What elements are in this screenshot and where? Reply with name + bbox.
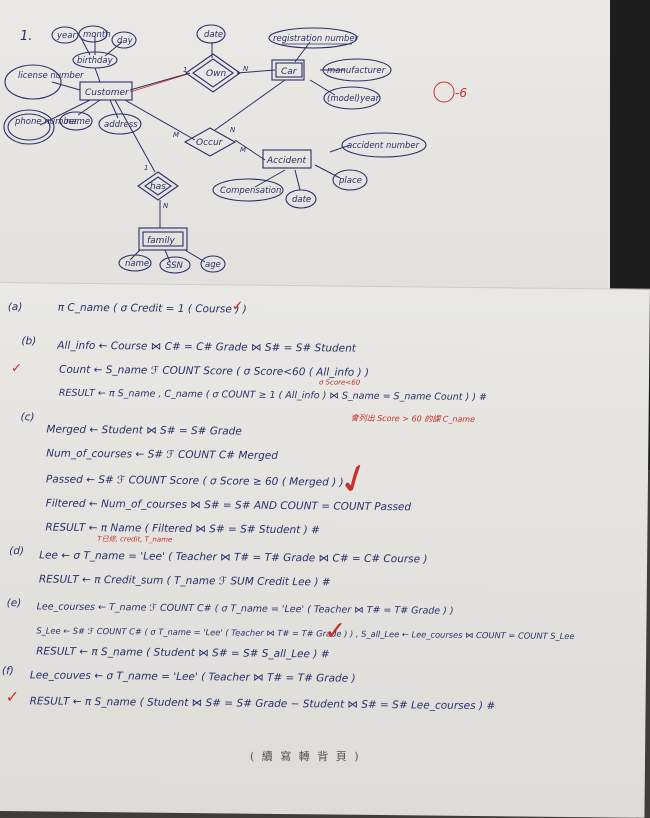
label-f: (f) bbox=[1, 665, 14, 678]
note-c: T已修, credit, T_name bbox=[97, 535, 173, 544]
svg-text:registration number: registration number bbox=[273, 34, 359, 44]
svg-text:N: N bbox=[243, 65, 249, 73]
svg-text:M: M bbox=[173, 131, 179, 139]
attr-family-name bbox=[118, 254, 152, 272]
check-mark-f: ✓ bbox=[5, 687, 20, 707]
attr-age bbox=[200, 255, 226, 273]
svg-text:1: 1 bbox=[183, 66, 187, 74]
attr-compensation bbox=[212, 178, 284, 202]
answer-c-5: RESULT ← π Name ( Filtered ⋈ S# = S# Stu… bbox=[45, 521, 320, 537]
answer-c-1: Merged ← Student ⋈ S# = S# Grade bbox=[46, 423, 242, 438]
label-c: (c) bbox=[20, 411, 35, 424]
exam-sheet-answers: (a) π C_name ( σ Credit = 1 ( Course ) )… bbox=[0, 282, 650, 818]
svg-text:Own: Own bbox=[206, 69, 226, 79]
svg-text:phone number: phone number bbox=[14, 117, 78, 127]
svg-text:name: name bbox=[66, 117, 90, 127]
svg-text:month: month bbox=[83, 30, 111, 40]
continue-on-back-note: ( 續 寫 轉 背 頁 ) bbox=[250, 750, 361, 763]
attr-address bbox=[98, 113, 142, 135]
attr-date-own bbox=[196, 24, 226, 44]
check-mark-c: ✓ bbox=[331, 452, 379, 507]
attr-manufacturer bbox=[322, 58, 392, 82]
svg-text:day: day bbox=[117, 36, 134, 46]
entity-customer bbox=[79, 81, 133, 101]
answer-b-3: RESULT ← π S_name , C_name ( σ COUNT ≥ 1… bbox=[58, 387, 488, 404]
svg-text:1: 1 bbox=[144, 164, 148, 172]
check-mark-b: ✓ bbox=[11, 361, 23, 377]
attr-accident-number bbox=[341, 132, 427, 158]
svg-text:date: date bbox=[204, 30, 223, 40]
svg-text:N: N bbox=[163, 202, 169, 210]
svg-text:Customer: Customer bbox=[85, 88, 130, 98]
svg-text:address: address bbox=[104, 120, 138, 130]
answer-d-2: RESULT ← π Credit_sum ( T_name ℱ SUM Cre… bbox=[38, 573, 331, 589]
answer-c-2: Num_of_courses ← S# ℱ COUNT C# Merged bbox=[46, 447, 279, 462]
attr-day bbox=[111, 31, 137, 49]
label-e: (e) bbox=[6, 597, 22, 610]
answer-b-1: All_info ← Course ⋈ C# = C# Grade ⋈ S# =… bbox=[57, 339, 356, 355]
note-b-2: 會列出 Score > 60 的課 C_name bbox=[350, 413, 476, 424]
svg-text:N: N bbox=[230, 126, 236, 134]
svg-text:accident number: accident number bbox=[347, 141, 420, 151]
svg-text:name: name bbox=[125, 259, 149, 269]
label-d: (d) bbox=[9, 545, 25, 558]
rel-own bbox=[185, 53, 241, 93]
svg-text:family: family bbox=[147, 236, 175, 246]
attr-name bbox=[59, 111, 93, 131]
attr-month bbox=[78, 25, 108, 43]
note-b-1: σ Score<60 bbox=[318, 378, 361, 387]
entity-family bbox=[138, 227, 188, 251]
svg-text:Occur: Occur bbox=[196, 138, 224, 148]
entity-car bbox=[271, 59, 305, 81]
svg-text:age: age bbox=[205, 260, 221, 270]
svg-text:manufacturer: manufacturer bbox=[327, 66, 386, 76]
answer-e-1: Lee_courses ← T_name ℱ COUNT C# ( σ T_na… bbox=[36, 601, 454, 617]
svg-text:license number: license number bbox=[18, 71, 84, 81]
answer-b-2: Count ← S_name ℱ COUNT Score ( σ Score<6… bbox=[59, 363, 370, 379]
svg-text:M: M bbox=[240, 146, 246, 154]
answer-c-3: Passed ← S# ℱ COUNT Score ( σ Score ≥ 60… bbox=[45, 473, 344, 489]
svg-text:Accident: Accident bbox=[266, 156, 307, 166]
svg-text:has: has bbox=[150, 182, 166, 192]
attr-date-accident bbox=[285, 189, 317, 209]
attr-birthday bbox=[72, 51, 118, 69]
rel-has bbox=[137, 171, 179, 201]
answer-d-1: Lee ← σ T_name = 'Lee' ( Teacher ⋈ T# = … bbox=[39, 549, 428, 566]
label-a: (a) bbox=[7, 301, 23, 314]
attr-model-year bbox=[323, 86, 381, 110]
svg-text:(model)year: (model)year bbox=[327, 94, 380, 104]
question-number: 1. bbox=[20, 29, 32, 44]
attr-place bbox=[332, 169, 368, 191]
svg-text:date: date bbox=[292, 195, 311, 205]
svg-text:year: year bbox=[56, 31, 76, 41]
svg-text:Compensation: Compensation bbox=[220, 186, 281, 196]
answer-e-2: S_Lee ← S# ℱ COUNT C# ( σ T_name = 'Lee'… bbox=[36, 625, 575, 642]
svg-text:place: place bbox=[338, 176, 362, 186]
er-diagram: 1. year month day birthday license numbe… bbox=[3, 24, 467, 274]
rel-occur bbox=[183, 127, 237, 157]
answer-f-2: RESULT ← π S_name ( Student ⋈ S# = S# Gr… bbox=[29, 695, 496, 713]
score-mark: -6 bbox=[433, 81, 467, 103]
svg-text:birthday: birthday bbox=[77, 56, 114, 66]
entity-accident bbox=[262, 149, 312, 169]
svg-text:SSN: SSN bbox=[166, 261, 183, 271]
attr-registration-number bbox=[268, 27, 358, 49]
label-b: (b) bbox=[21, 335, 37, 348]
answer-f-1: Lee_couves ← σ T_name = 'Lee' ( Teacher … bbox=[29, 669, 356, 685]
check-mark-a: ✓ bbox=[231, 298, 244, 315]
svg-text:Car: Car bbox=[281, 67, 298, 77]
answer-e-3: RESULT ← π S_name ( Student ⋈ S# = S# S_… bbox=[36, 645, 330, 661]
attr-license-number bbox=[4, 64, 62, 100]
attr-year bbox=[51, 26, 79, 44]
attr-phone-number bbox=[3, 109, 55, 145]
check-mark-e: ✓ bbox=[324, 616, 347, 647]
svg-text:-6: -6 bbox=[455, 86, 467, 100]
answer-a-1: π C_name ( σ Credit = 1 ( Course ) ) bbox=[57, 301, 247, 316]
attr-ssn bbox=[159, 256, 191, 274]
